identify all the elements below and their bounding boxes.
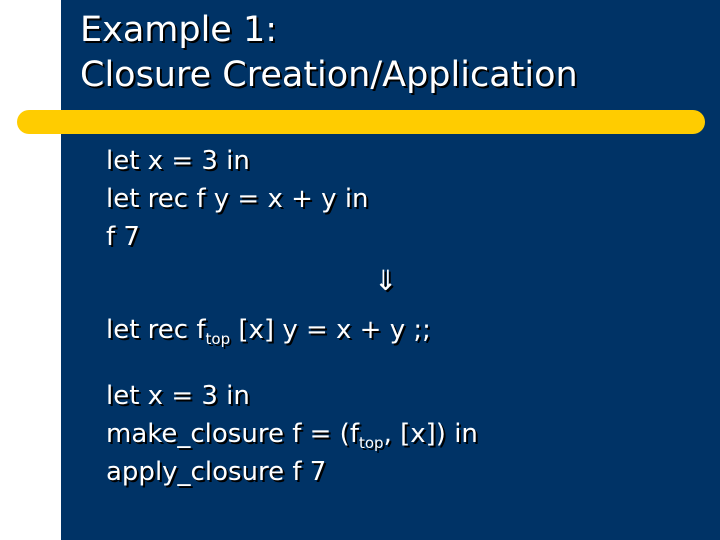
slide-background: [61, 0, 720, 540]
title-line-2: Closure Creation/Application: [80, 55, 578, 95]
down-double-arrow-icon: ⇓: [374, 264, 398, 297]
code-text: let rec f: [106, 315, 206, 345]
code-subscript: top: [358, 434, 384, 452]
code-line: let x = 3 in: [106, 381, 250, 411]
code-text: [x] y = x + y ;;: [230, 315, 431, 345]
slide-title: Example 1: Closure Creation/Application: [80, 8, 578, 98]
code-line: make_closure f = (ftop, [x]) in: [106, 415, 478, 453]
title-line-1: Example 1:: [80, 10, 278, 50]
code-text: make_closure f = (f: [106, 419, 359, 449]
code-line: let rec f y = x + y in: [106, 184, 369, 214]
code-line: f 7: [106, 222, 140, 252]
code-text: , [x]) in: [383, 419, 478, 449]
code-line: let rec ftop [x] y = x + y ;;: [106, 311, 431, 349]
closure-code-block: let x = 3 in make_closure f = (ftop, [x]…: [106, 377, 478, 491]
lifted-function-block: let rec ftop [x] y = x + y ;;: [106, 311, 431, 349]
source-code-block: let x = 3 in let rec f y = x + y in f 7: [106, 142, 369, 256]
code-line: let x = 3 in: [106, 146, 250, 176]
code-line: apply_closure f 7: [106, 457, 327, 487]
code-subscript: top: [205, 330, 231, 348]
title-divider-bar: [17, 110, 705, 134]
